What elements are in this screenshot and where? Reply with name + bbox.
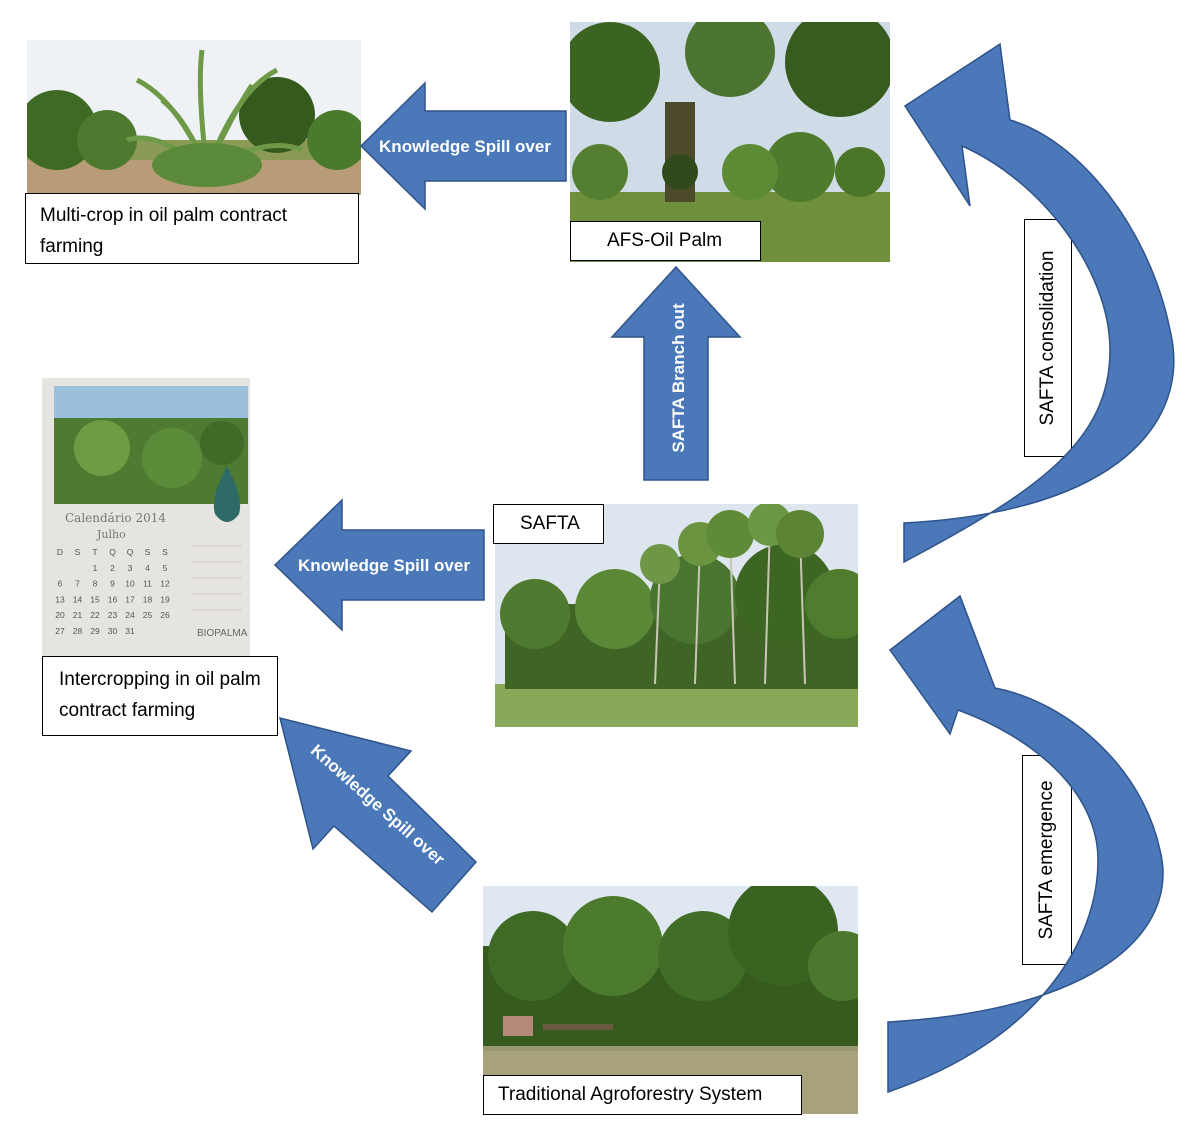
calendar-day: 14 [73,594,83,604]
multicrop-caption: Multi-crop in oil palm contract farming [25,193,359,264]
safta-caption: SAFTA [493,504,604,544]
safta-to-intercropping-label: Knowledge Spill over [298,556,470,575]
calendar-day: 11 [143,579,152,589]
safta-consolidation-label: SAFTA consolidation [1024,219,1072,457]
calendar-day: 22 [90,610,100,620]
calendar-weekday: Q [127,547,134,557]
traditional-caption-text: Traditional Agroforestry System [498,1084,763,1105]
safta-to-afs-label: SAFTA Branch out [669,303,688,453]
calendar-day: 5 [163,563,168,573]
calendar-day: 4 [145,563,150,573]
calendar-day: 24 [125,610,135,620]
calendar-title: Calendário 2014 [65,511,166,525]
calendar-day: 8 [93,579,98,589]
calendar-day: 30 [108,626,118,636]
calendar-day: 6 [58,579,63,589]
calendar-day: 29 [90,626,100,636]
safta-consolidation-arrow [903,42,1175,564]
calendar-weekday: S [75,547,81,557]
safta-to-afs-arrow [610,265,742,481]
safta-to-intercropping-arrow [273,498,485,632]
calendar-day: 9 [110,579,115,589]
calendar-day: 20 [55,610,65,620]
afs-to-multicrop-label: Knowledge Spill over [379,137,551,156]
intercropping-caption: Intercropping in oil palm contract farmi… [42,656,278,736]
calendar-day: 18 [143,594,153,604]
calendar-day: 16 [108,594,118,604]
afs-oil-palm-caption-text: AFS-Oil Palm [607,230,723,251]
traditional-caption: Traditional Agroforestry System [483,1075,802,1115]
calendar-day: 21 [73,610,83,620]
calendar-weekday: S [162,547,168,557]
calendar-day: 26 [160,610,170,620]
calendar-day: 19 [160,594,170,604]
safta-emergence-arrow [887,594,1164,1094]
afs-oil-palm-caption: AFS-Oil Palm [570,221,761,261]
calendar-day: 7 [75,579,80,589]
calendar-day: 12 [160,579,170,589]
calendar-day: 1 [93,563,98,573]
calendar-day: 3 [128,563,133,573]
calendar-weekday: T [92,547,97,557]
calendar-weekday: Q [109,547,116,557]
calendar-day: 10 [125,579,135,589]
traditional-to-intercropping-arrow [278,716,478,914]
afs-to-multicrop-arrow [359,81,567,211]
calendar-weekday: S [145,547,151,557]
calendar-brand: BIOPALMA [197,628,248,639]
safta-emergence-label: SAFTA emergence [1022,755,1072,965]
multicrop-photo [27,40,361,195]
calendar-day: 17 [125,594,135,604]
calendar-weekday: D [57,547,63,557]
multicrop-caption-text: Multi-crop in oil palm contract farming [40,205,288,257]
safta-caption-text: SAFTA [520,513,580,534]
calendar-day: 31 [125,626,135,636]
calendar-day: 25 [143,610,153,620]
calendar-day: 15 [90,594,100,604]
safta-photo [495,504,858,727]
calendar-day: 28 [73,626,83,636]
calendar-day: 13 [55,594,65,604]
calendar-day: 2 [110,563,115,573]
intercropping-caption-text: Intercropping in oil palm contract farmi… [59,669,261,721]
calendar-day: 23 [108,610,118,620]
calendar-month: Julho [96,528,126,541]
calendar-day: 27 [55,626,65,636]
